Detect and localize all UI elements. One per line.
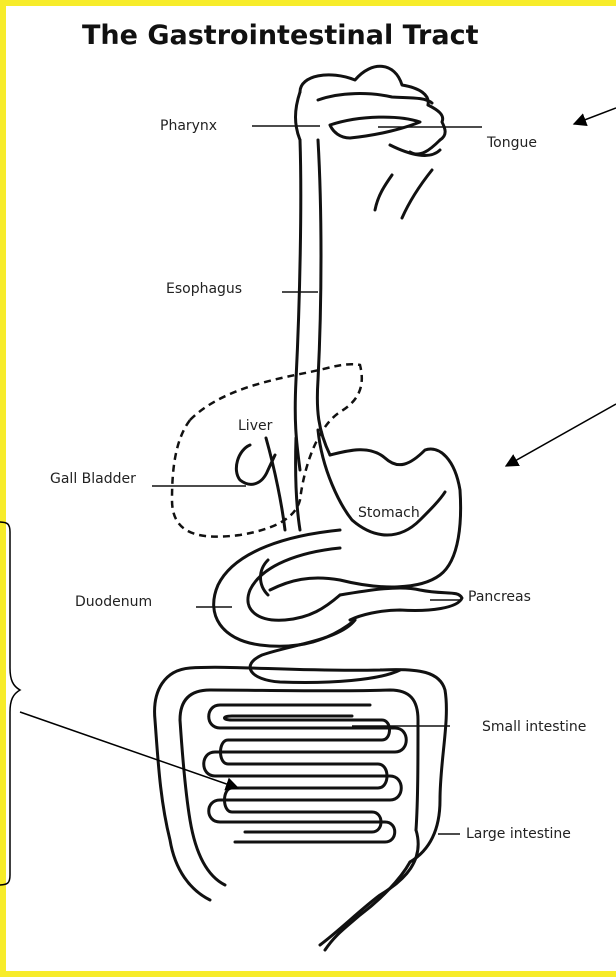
label-pharynx: Pharynx: [160, 118, 217, 134]
label-duodenum: Duodenum: [75, 594, 152, 610]
label-gall-bladder: Gall Bladder: [50, 471, 136, 487]
label-tongue: Tongue: [486, 135, 537, 151]
label-large-intestine: Large intestine: [466, 826, 571, 842]
label-esophagus: Esophagus: [166, 281, 242, 297]
label-liver: Liver: [238, 418, 273, 434]
diagram-title: The Gastrointestinal Tract: [82, 20, 479, 51]
label-small-intestine: Small intestine: [482, 719, 586, 735]
label-stomach: Stomach: [358, 505, 420, 521]
label-pancreas: Pancreas: [468, 589, 531, 605]
